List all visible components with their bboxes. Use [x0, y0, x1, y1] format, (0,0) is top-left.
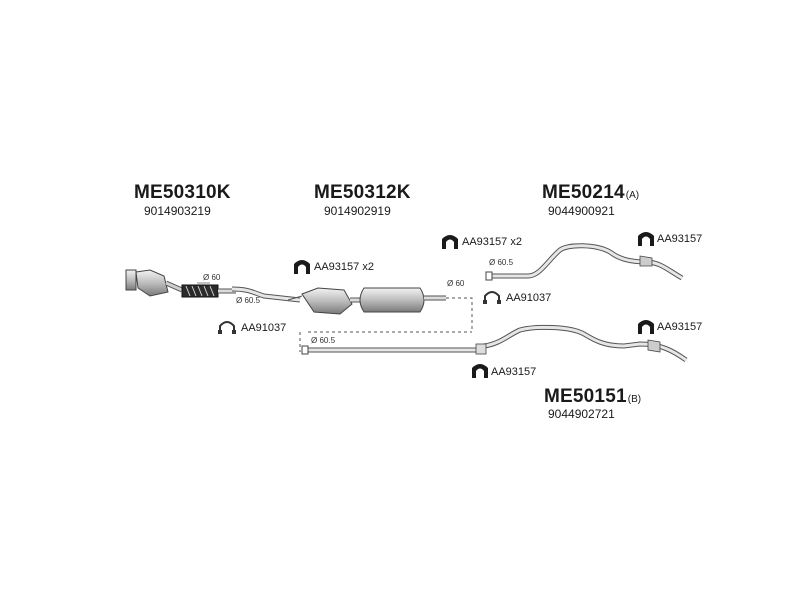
clamp-ref: AA91037: [241, 322, 287, 334]
hanger-icon: [442, 235, 458, 249]
hanger-ref: AA93157 x2: [314, 261, 374, 273]
hanger-ref: AA93157: [657, 233, 703, 245]
part-catalyst-assembly: [125, 269, 236, 298]
part-code: ME50151: [544, 386, 627, 407]
hanger-icon: [472, 364, 488, 378]
part-rear-pipe-b: [301, 324, 688, 363]
diameter-label: Ø 60.5: [311, 336, 336, 345]
part-number: 9044902721: [548, 407, 615, 421]
diameter-label: Ø 60: [203, 273, 221, 282]
part-label-2: ME50312K: [314, 182, 411, 204]
part-number: 9044900921: [548, 204, 615, 218]
diameter-label: Ø 60.5: [236, 296, 261, 305]
part-variant: (B): [627, 394, 642, 405]
hanger-icon: [638, 320, 654, 334]
hanger-ref: AA93157: [491, 366, 537, 378]
diameter-label: Ø 60.5: [489, 258, 514, 267]
hanger-ref: AA93157 x2: [462, 236, 522, 248]
part-number: 9014902919: [324, 204, 391, 218]
part-code: ME50310K: [134, 182, 231, 203]
connection-guides: [299, 297, 473, 352]
part-code: ME50214: [542, 182, 625, 203]
part-label-1: ME50310K: [134, 182, 231, 204]
part-number: 9014903219: [144, 204, 211, 218]
clamp-ref: AA91037: [506, 292, 552, 304]
hanger-ref: AA93157: [657, 321, 703, 333]
part-variant: (A): [625, 190, 640, 201]
part-label-4: ME50151(B): [544, 386, 641, 408]
clamp-icon: [483, 291, 501, 304]
hanger-icon: [638, 232, 654, 246]
part-middle-assembly: [231, 286, 446, 315]
clamp-icon: [218, 321, 236, 334]
part-label-3: ME50214(A): [542, 182, 639, 204]
part-code: ME50312K: [314, 182, 411, 203]
part-rear-pipe-a: [485, 243, 684, 281]
diameter-label: Ø 60: [447, 279, 465, 288]
hanger-icon: [294, 260, 310, 274]
